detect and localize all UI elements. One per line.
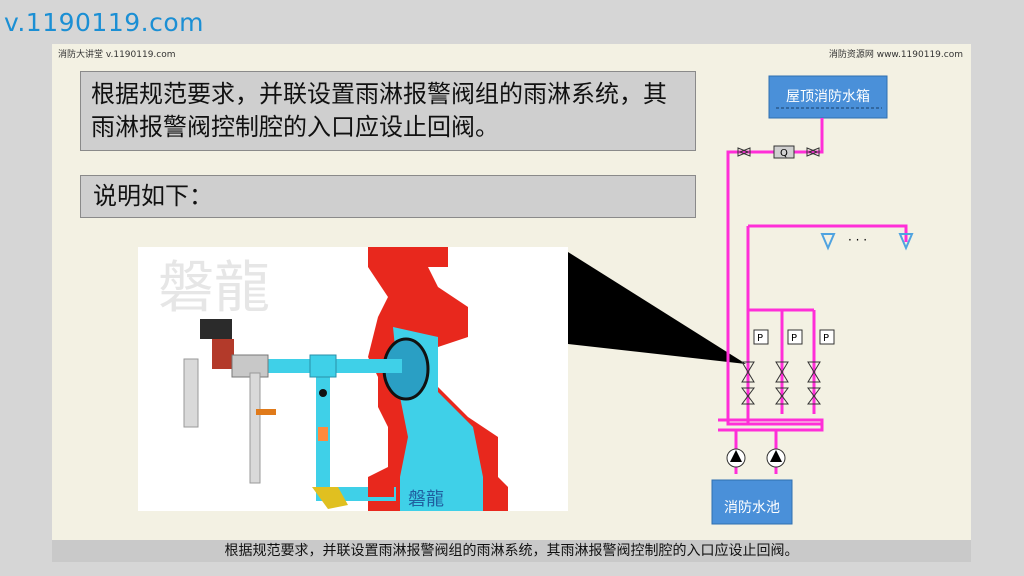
isolation-valve-icon (807, 387, 821, 397)
explanation-heading-text: 说明如下： (93, 182, 213, 210)
corner-label-right: 消防资源网 www.1190119.com (828, 50, 963, 60)
pipe-network (718, 118, 908, 474)
pressure-switch-label: P (757, 333, 763, 344)
deluge-valve-icon (775, 361, 789, 373)
fire-water-pool (711, 479, 793, 525)
pressure-switch-label: P (823, 333, 829, 344)
pressure-switch-icon (819, 329, 835, 345)
drain-valve-handle (256, 409, 276, 415)
isolation-valve-icon (741, 387, 755, 397)
check-valve-indicator (318, 427, 328, 441)
pipe-tee (309, 354, 337, 378)
pipe-top-branch (748, 224, 908, 242)
valve-illustration: 磐龍 磐龍 (138, 247, 568, 511)
corner-label-left: 消防大讲堂 v.1190119.com (58, 50, 176, 60)
sprinkler-ellipsis: · · · (848, 233, 867, 247)
deluge-valve-icon (807, 361, 821, 373)
strainer (312, 487, 348, 509)
solenoid-valve-head (200, 319, 232, 339)
illustration-mark: 磐龍 (408, 489, 444, 510)
sprinkler-icon (820, 233, 836, 251)
pressure-switches: P P P (753, 329, 835, 345)
gate-valve-icon (806, 147, 819, 157)
pressure-switch-icon (753, 329, 769, 345)
bottom-fitting (368, 487, 394, 497)
drain-pipe-middle (249, 372, 261, 484)
pipe-lower-manifold (718, 418, 824, 432)
drain-pipe-left (183, 358, 199, 428)
pressure-switch-icon (787, 329, 803, 345)
explanation-heading-box: 说明如下： (80, 175, 696, 218)
roof-water-tank (768, 75, 888, 119)
deluge-valve-icon (741, 361, 755, 373)
pool-label: 消防水池 (724, 500, 780, 516)
subtitle-caption: 根据规范要求，并联设置雨淋报警阀组的雨淋系统，其雨淋报警阀控制腔的入口应设止回阀… (52, 540, 971, 562)
gate-valve-icon (737, 147, 750, 157)
sprinkler-icon (898, 233, 914, 251)
illustration-watermark: 磐龍 (158, 256, 270, 321)
valve-cross-section-drawing: 磐龍 磐龍 (158, 247, 508, 511)
slide: 消防大讲堂 v.1190119.com 消防资源网 www.1190119.co… (52, 44, 971, 540)
pressure-switch-label: P (791, 333, 797, 344)
site-url-watermark: v.1190119.com (4, 8, 204, 37)
check-valve-q-label: Q (780, 148, 788, 159)
fire-system-schematic: Q · · · P P P (568, 75, 914, 525)
sprinkler-heads: · · · (820, 233, 914, 251)
check-valve-q-icon (773, 145, 795, 159)
solenoid-valve-body (212, 339, 234, 369)
isolation-valve-icon (775, 387, 789, 397)
main-statement-box: 根据规范要求，并联设置雨淋报警阀组的雨淋系统，其雨淋报警阀控制腔的入口应设止回阀… (80, 71, 696, 151)
callout-wedge (568, 252, 746, 364)
pipe-tank-down (726, 118, 824, 426)
roof-tank-label: 屋顶消防水箱 (786, 89, 870, 105)
tank-outlet-valve-group: Q (737, 145, 820, 159)
deluge-valves (741, 361, 821, 405)
check-valve-ball (319, 389, 327, 397)
main-statement-text: 根据规范要求，并联设置雨淋报警阀组的雨淋系统，其雨淋报警阀控制腔的入口应设止回阀… (91, 80, 667, 141)
